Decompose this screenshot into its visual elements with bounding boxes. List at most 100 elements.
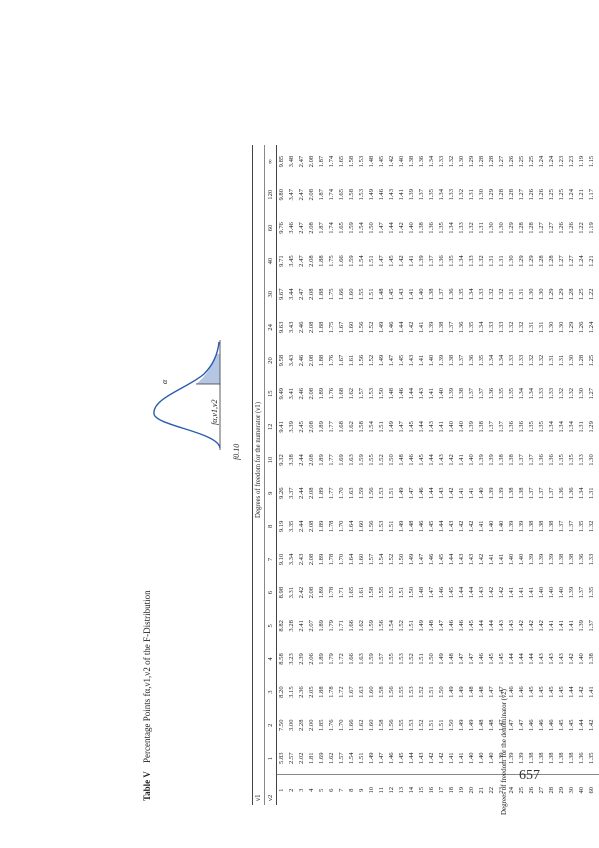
table-cell: 1.37 bbox=[518, 454, 525, 466]
table-cell: 1.65 bbox=[348, 586, 355, 599]
table-cell: 1.66 bbox=[338, 255, 345, 267]
table-cell: 1.51 bbox=[378, 421, 385, 433]
table-cell: 1.41 bbox=[518, 586, 525, 599]
table-cell: 1.25 bbox=[518, 155, 525, 168]
table-cell: 2.06 bbox=[308, 653, 315, 665]
table-cell: 1.46 bbox=[518, 686, 525, 698]
table-cell: 1.26 bbox=[568, 222, 575, 234]
table-cell: 1.42 bbox=[588, 719, 595, 732]
table-cell: 1.51 bbox=[368, 288, 375, 301]
table-cell: 1.62 bbox=[328, 752, 335, 764]
table-cell: 1.21 bbox=[588, 255, 595, 267]
table-cell: 2.44 bbox=[298, 487, 305, 499]
table-cell: 1.35 bbox=[498, 387, 505, 400]
table-cell: 1.35 bbox=[478, 354, 485, 367]
table-cell: 1.36 bbox=[568, 487, 575, 499]
table-cell: 1.42 bbox=[388, 155, 395, 168]
table-cell: 1.39 bbox=[578, 620, 585, 632]
table-cell: 1.43 bbox=[548, 653, 555, 665]
column-header: 120 bbox=[264, 178, 277, 212]
table-cell: 1.41 bbox=[428, 387, 435, 400]
table-cell: 1.43 bbox=[558, 653, 565, 665]
table-cell: 1.52 bbox=[418, 719, 425, 732]
table-cell: 1.36 bbox=[418, 155, 425, 168]
column-header: 4 bbox=[264, 642, 277, 676]
table-cell: 1.39 bbox=[528, 553, 535, 566]
table-cell: 1.47 bbox=[378, 752, 385, 764]
table-cell: 2.44 bbox=[298, 520, 305, 533]
column-header: 7 bbox=[264, 542, 277, 577]
table-cell: 2.47 bbox=[298, 189, 305, 201]
table-cell: 1.66 bbox=[338, 288, 345, 301]
table-cell: 1.28 bbox=[498, 189, 505, 201]
column-header: 40 bbox=[264, 244, 277, 278]
table-cell: 1.41 bbox=[438, 421, 445, 433]
table-cell: 1.40 bbox=[438, 387, 445, 400]
table-cell: 1.78 bbox=[328, 520, 335, 533]
table-cell: 1.25 bbox=[548, 189, 555, 201]
table-cell: 1.52 bbox=[368, 321, 375, 334]
table-cell: 9.26 bbox=[278, 487, 285, 499]
table-cell: 1.32 bbox=[588, 520, 595, 533]
table-cell: 1.43 bbox=[438, 487, 445, 499]
table-cell: 9.49 bbox=[278, 387, 285, 400]
table-cell: 2.46 bbox=[298, 354, 305, 367]
table-cell: 1.51 bbox=[428, 719, 435, 732]
table-cell: 1.54 bbox=[368, 421, 375, 433]
table-cell: 2.36 bbox=[298, 686, 305, 698]
table-cell: 2.39 bbox=[298, 653, 305, 665]
table-cell: 9.80 bbox=[278, 189, 285, 201]
table-cell: 1.42 bbox=[398, 222, 405, 234]
table-cell: 1.47 bbox=[418, 553, 425, 566]
column-header: 20 bbox=[264, 343, 277, 378]
table-cell: 1.59 bbox=[368, 653, 375, 665]
table-cell: 1.36 bbox=[538, 454, 545, 466]
f-distribution-curve-icon bbox=[153, 340, 221, 450]
table-cell: 1.45 bbox=[408, 421, 415, 433]
table-cell: 1.30 bbox=[528, 288, 535, 301]
table-cell: 1.43 bbox=[508, 620, 515, 632]
table-cell: 1.49 bbox=[368, 752, 375, 764]
table-cell: 3.34 bbox=[288, 553, 295, 566]
table-cell: 1.36 bbox=[488, 387, 495, 400]
table-cell: 1.45 bbox=[438, 553, 445, 566]
table-cell: 1.40 bbox=[548, 586, 555, 599]
table-cell: 1.45 bbox=[418, 454, 425, 466]
table-cell: 1.36 bbox=[518, 421, 525, 433]
table-cell: 1.53 bbox=[408, 719, 415, 732]
table-cell: 2.02 bbox=[298, 752, 305, 764]
table-cell: 1.29 bbox=[468, 155, 475, 168]
table-cell: 1.29 bbox=[508, 222, 515, 234]
table-cell: 1.79 bbox=[328, 620, 335, 632]
table-cell: 1.36 bbox=[508, 421, 515, 433]
table-cell: 2.57 bbox=[288, 752, 295, 764]
table-cell: 1.38 bbox=[458, 387, 465, 400]
row-header: 10 bbox=[367, 775, 377, 805]
table-cell: 1.46 bbox=[528, 719, 535, 732]
table-cell: 1.75 bbox=[328, 288, 335, 301]
table-cell: 1.81 bbox=[308, 752, 315, 764]
table-cell: 1.40 bbox=[418, 288, 425, 301]
table-cell: 1.68 bbox=[338, 387, 345, 400]
table-cell: 1.33 bbox=[508, 354, 515, 367]
table-cell: 1.41 bbox=[458, 752, 465, 764]
table-cell: 1.15 bbox=[588, 155, 595, 168]
table-cell: 1.31 bbox=[578, 421, 585, 433]
table-cell: 1.33 bbox=[438, 155, 445, 168]
table-cell: 1.34 bbox=[518, 387, 525, 400]
row-header: 17 bbox=[437, 775, 447, 805]
table-cell: 1.36 bbox=[458, 321, 465, 334]
table-cell: 1.41 bbox=[498, 553, 505, 566]
table-cell: 1.42 bbox=[468, 520, 475, 533]
table-cell: 1.36 bbox=[428, 222, 435, 234]
table-cell: 1.46 bbox=[438, 586, 445, 599]
table-cell: 1.38 bbox=[408, 155, 415, 168]
table-cell: 1.26 bbox=[578, 321, 585, 334]
table-cell: 1.19 bbox=[578, 155, 585, 168]
table-cell: 1.47 bbox=[378, 255, 385, 267]
table-cell: 1.35 bbox=[468, 321, 475, 334]
table-cell: 1.31 bbox=[498, 255, 505, 267]
table-cell: 1.39 bbox=[518, 520, 525, 533]
table-cell: 1.44 bbox=[488, 620, 495, 632]
